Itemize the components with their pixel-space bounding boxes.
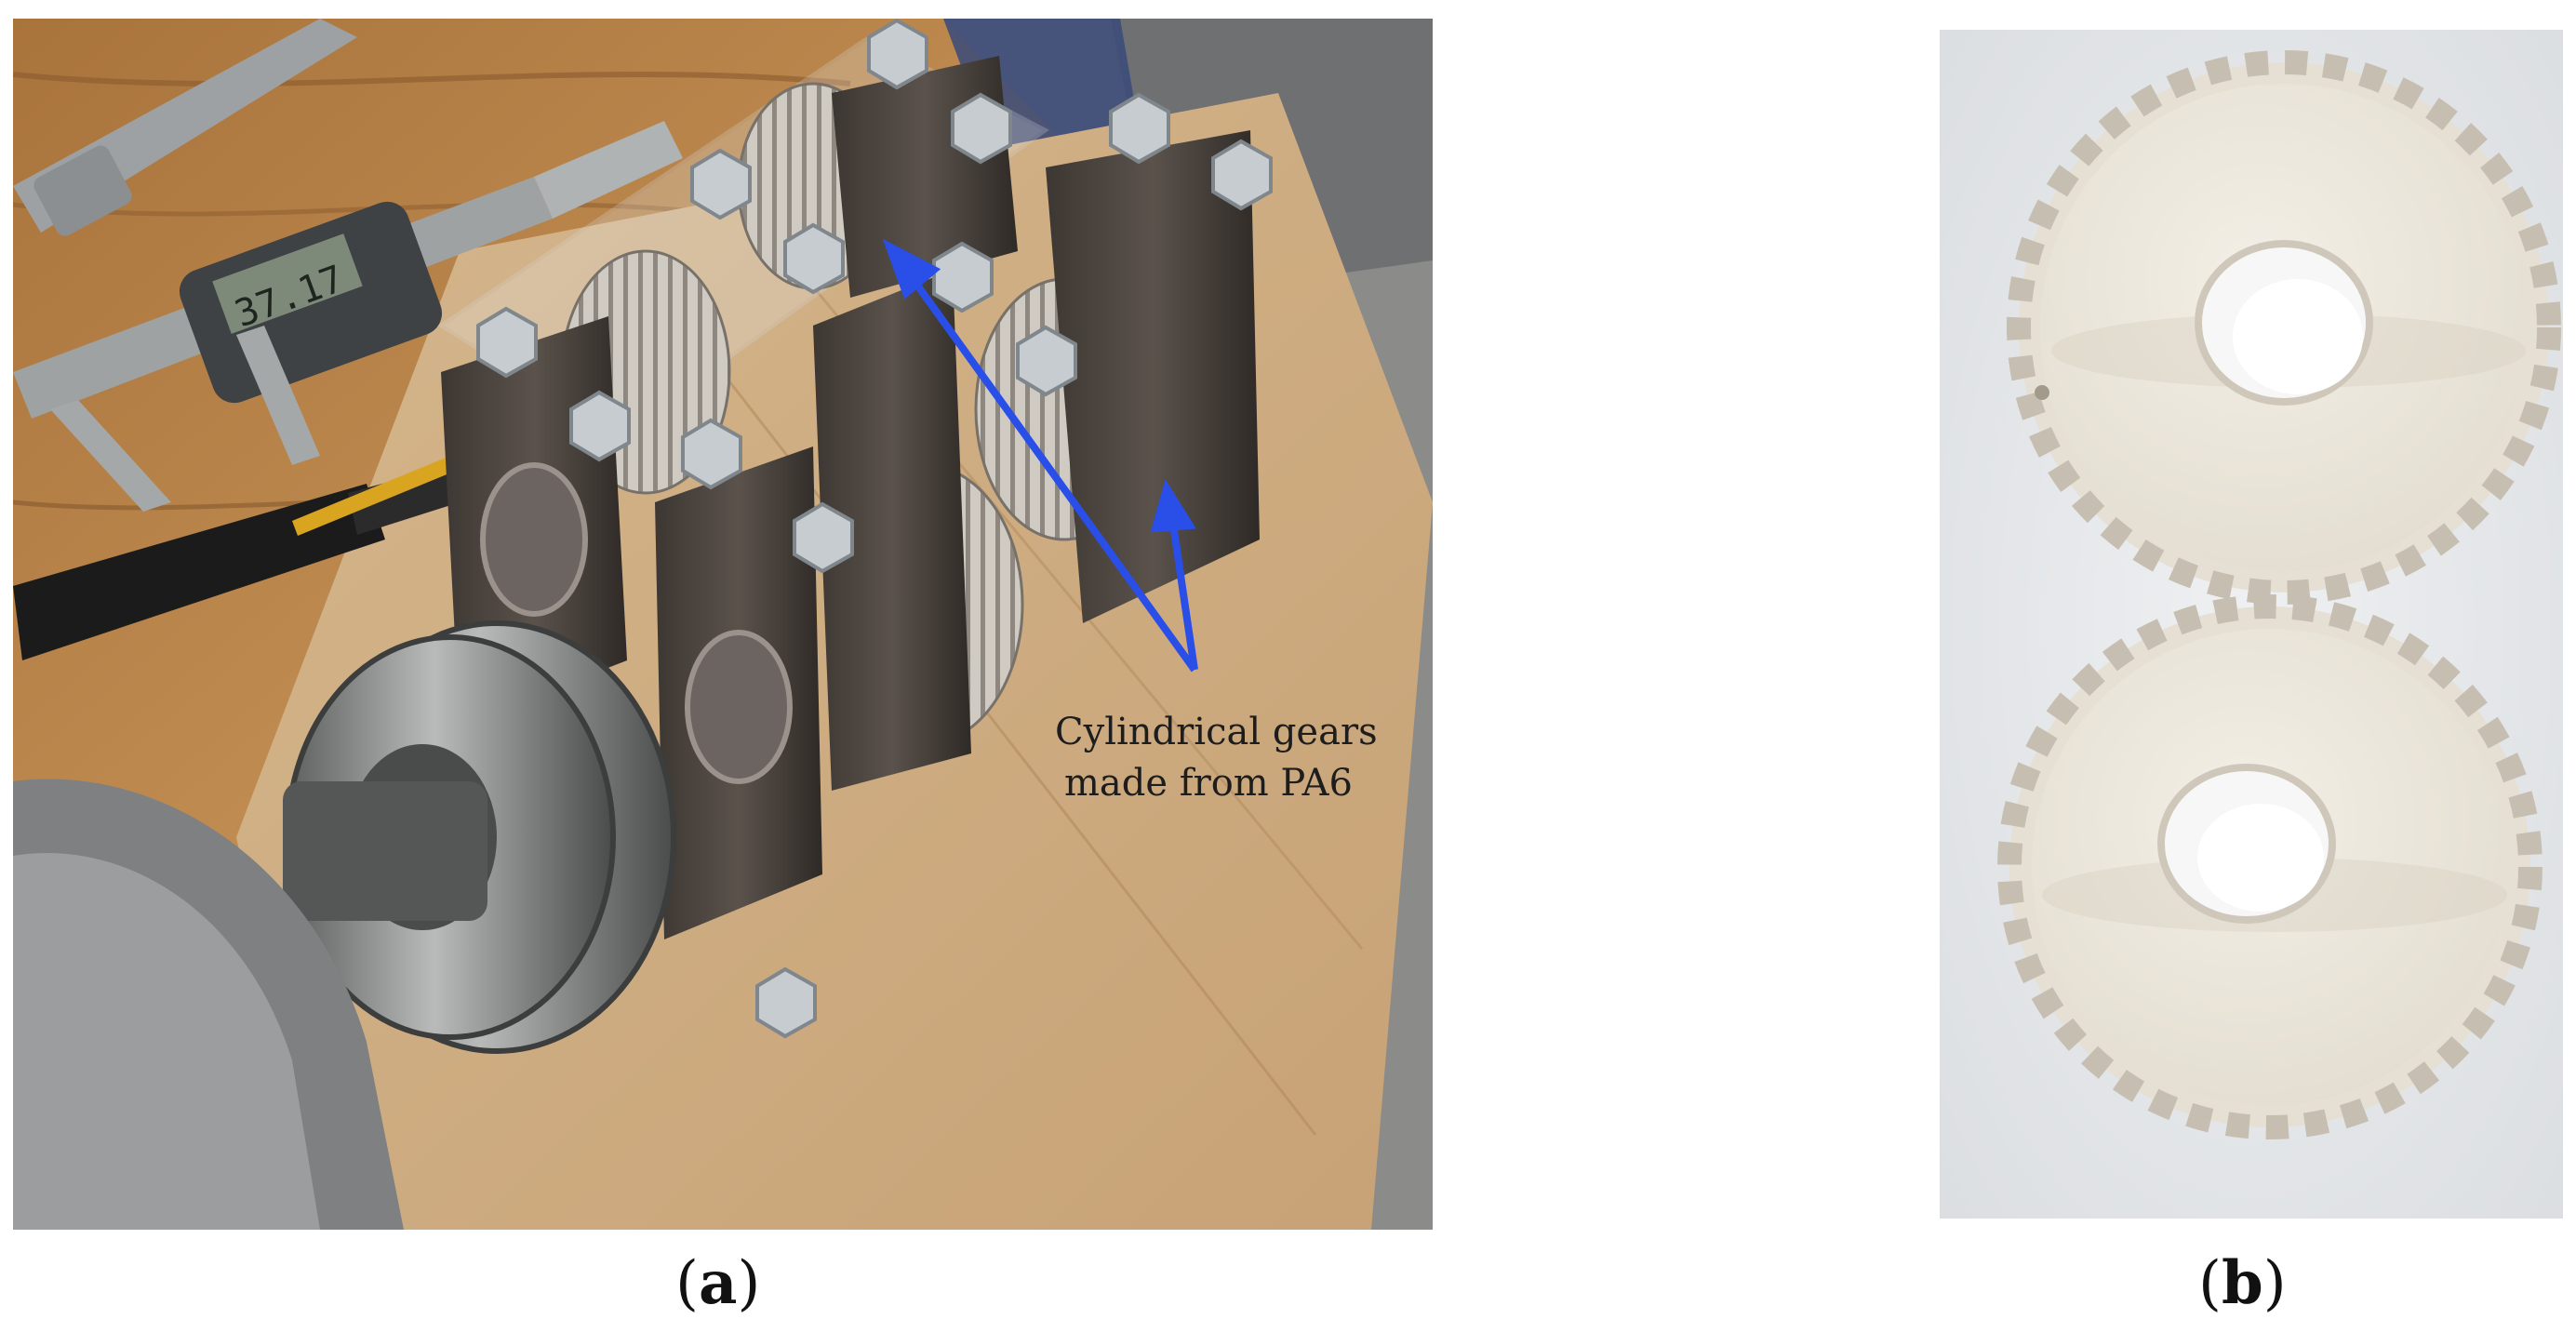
photo-gear-test-rig: 37.17 <box>13 19 1433 1230</box>
photo-pa6-gears <box>1940 30 2563 1219</box>
photo-pa6-gears-drawing <box>1940 30 2563 1219</box>
annotation-line-1: Cylindrical gears <box>1055 711 1378 753</box>
caption-b-close: ) <box>2262 1249 2287 1318</box>
annotation-arrows <box>882 238 1198 673</box>
lower-gear <box>1997 594 2543 1139</box>
photo-gear-test-rig-drawing: 37.17 <box>13 19 1433 1230</box>
caption-a-close: ) <box>737 1249 761 1318</box>
upper-gear <box>2007 50 2561 605</box>
caption-panel-b: (b) <box>2198 1254 2287 1314</box>
caption-panel-a: (a) <box>675 1254 760 1314</box>
caption-a-open: ( <box>675 1249 699 1318</box>
annotation-line-2: made from PA6 <box>1064 762 1353 805</box>
caption-b-open: ( <box>2198 1249 2222 1318</box>
caliper-display <box>212 233 363 334</box>
caption-a-letter: a <box>698 1248 738 1318</box>
caption-b-letter: b <box>2221 1248 2263 1318</box>
